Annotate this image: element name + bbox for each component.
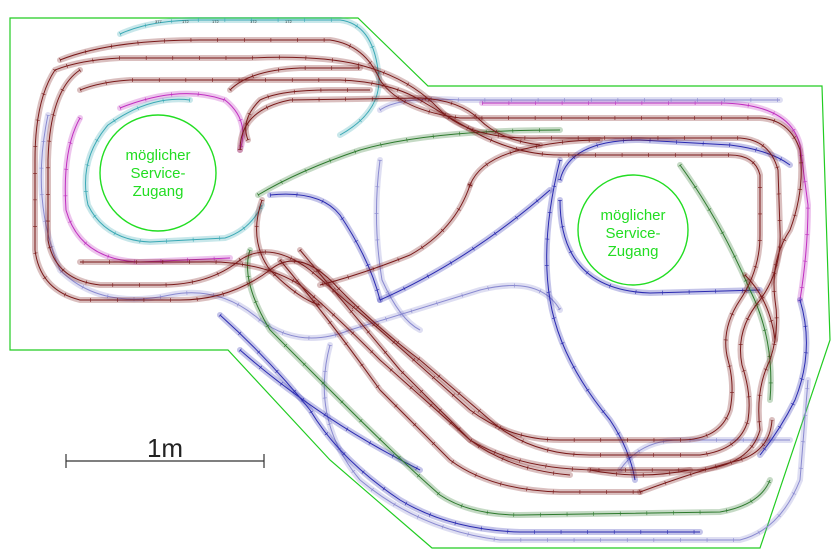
track-rails [299, 249, 571, 476]
track-network [32, 17, 812, 543]
track-green [244, 247, 773, 519]
track-rails [34, 56, 781, 456]
service-access-line: Zugang [133, 183, 184, 200]
segment-number-labels: 377 172 172 172 172 [155, 19, 292, 24]
service-access-line: Zugang [608, 243, 659, 260]
track-red [57, 37, 805, 473]
track-red [742, 272, 778, 343]
track-bed [38, 112, 563, 341]
track-rails [589, 469, 691, 476]
track-rails [229, 67, 360, 91]
segment-number: 172 [250, 19, 257, 24]
track-rails [679, 164, 772, 401]
segment-number: 172 [285, 19, 292, 24]
track-magenta [62, 115, 233, 266]
service-access-circle-right [577, 174, 689, 286]
segment-number: 377 [155, 19, 162, 24]
track-lavender [38, 112, 563, 341]
track-rails [482, 102, 809, 301]
track-rails [119, 93, 244, 151]
track-rails [269, 193, 381, 301]
track-red [587, 467, 693, 478]
track-rails [639, 419, 773, 493]
track-red [32, 54, 784, 458]
track-joints [63, 117, 231, 265]
track-rails [219, 314, 700, 533]
track-red [227, 65, 363, 93]
track-bed [317, 182, 473, 288]
track-joints [39, 114, 562, 340]
track-rails [247, 249, 771, 516]
track-red [467, 137, 603, 188]
track-blue [757, 297, 810, 458]
track-magenta [479, 100, 812, 303]
track-cyan [82, 96, 265, 246]
track-bed [217, 312, 703, 535]
track-bed [373, 157, 423, 333]
track-red [637, 417, 775, 495]
track-red [297, 247, 573, 478]
track-rails [40, 114, 561, 339]
service-access-line: Service- [605, 225, 660, 242]
service-access-line: möglicher [600, 207, 665, 224]
track-rails [559, 199, 761, 294]
track-rails [759, 299, 807, 456]
track-lavender [321, 342, 811, 543]
track-red [277, 257, 643, 495]
service-access-label-left: möglicher Service- Zugang [125, 147, 190, 200]
track-magenta [117, 90, 246, 153]
track-lavender [373, 157, 423, 333]
scale-bar-label: 1m [147, 433, 183, 463]
track-lavender [377, 96, 783, 113]
track-green [677, 162, 774, 403]
track-rails [119, 19, 380, 136]
track-blue [237, 347, 423, 473]
track-blue [543, 157, 638, 483]
track-red [242, 87, 373, 143]
track-red [253, 197, 323, 308]
track-rails [245, 89, 370, 141]
track-rails [559, 139, 791, 181]
scale-bar: 1m [65, 433, 265, 468]
track-rails [469, 139, 601, 186]
track-red [45, 67, 763, 443]
track-rails [546, 159, 636, 481]
track-blue [557, 197, 763, 297]
track-rails [85, 98, 263, 243]
track-rails [319, 184, 471, 286]
track-rails [239, 349, 421, 471]
track-rails [279, 259, 640, 493]
track-blue [377, 187, 553, 303]
track-rails [744, 274, 776, 341]
track-red [317, 182, 473, 288]
segment-number: 172 [182, 19, 189, 24]
track-rails [375, 159, 421, 331]
segment-number: 172 [212, 19, 219, 24]
track-cyan [117, 17, 382, 138]
track-joints [218, 313, 700, 534]
track-blue [267, 191, 383, 303]
track-red [237, 94, 543, 153]
track-rails [239, 97, 541, 151]
track-rails [256, 199, 321, 306]
track-blue [557, 136, 793, 183]
track-rails [47, 69, 761, 441]
track-rails [59, 39, 802, 471]
track-joints [319, 184, 472, 287]
layout-boundary [9, 17, 831, 549]
track-joints [378, 97, 780, 112]
service-access-line: Service- [130, 165, 185, 182]
service-access-label-right: möglicher Service- Zugang [600, 207, 665, 260]
service-access-circle-left [99, 114, 217, 232]
track-rails [323, 344, 809, 541]
service-access-line: möglicher [125, 147, 190, 164]
track-blue [217, 312, 703, 535]
track-rails [379, 189, 551, 301]
